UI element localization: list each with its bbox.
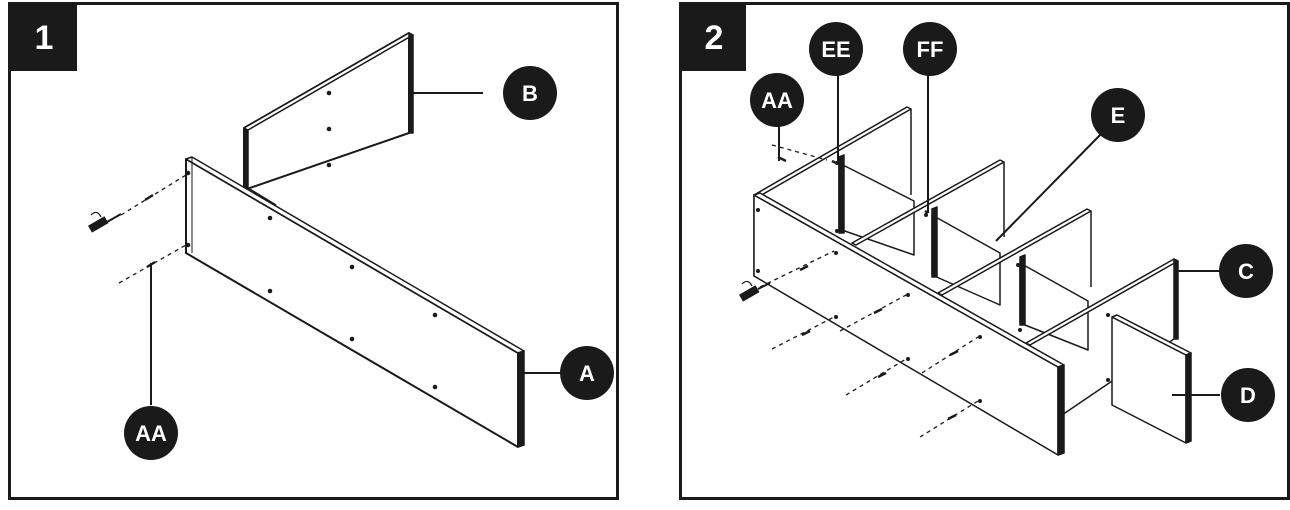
screwdriver-icon [88, 211, 122, 233]
svg-text:B: B [522, 81, 538, 106]
step-number-1: 1 [11, 5, 77, 71]
callout-aa: AA [750, 73, 804, 127]
step-2-panel: 2 [679, 2, 1290, 500]
callout-ff: FF [903, 22, 957, 76]
screw-guides-step1 [118, 174, 187, 284]
callout-a: A [560, 346, 614, 400]
callout-b: B [503, 66, 557, 120]
svg-text:FF: FF [917, 37, 944, 62]
step-number-2: 2 [682, 5, 746, 71]
holes-step2 [756, 161, 1110, 439]
svg-text:AA: AA [135, 421, 167, 446]
panel-b [243, 32, 414, 206]
callout-c: C [1219, 244, 1273, 298]
svg-text:A: A [579, 361, 595, 386]
svg-text:AA: AA [761, 88, 793, 113]
svg-text:D: D [1240, 383, 1256, 408]
divider-2 [931, 206, 1001, 306]
callout-e: E [1091, 88, 1145, 142]
step-2-illustration: AA EE FF E C D [739, 22, 1275, 456]
step-1-illustration: B A AA [88, 32, 614, 460]
svg-text:C: C [1238, 259, 1254, 284]
panel-a [185, 156, 525, 448]
leader-e [995, 132, 1103, 242]
svg-text:E: E [1111, 103, 1126, 128]
screws-step1 [144, 193, 156, 269]
divider-1 [838, 154, 915, 256]
panel-d [1111, 314, 1192, 444]
screwdriver-icon [739, 280, 771, 302]
bottom-board [753, 192, 1065, 456]
callout-d: D [1221, 368, 1275, 422]
middle-shelf [937, 208, 1092, 296]
svg-text:EE: EE [821, 37, 850, 62]
divider-3 [1019, 254, 1089, 351]
callout-aa: AA [124, 406, 178, 460]
callout-ee: EE [809, 22, 863, 76]
step-1-panel: 1 [8, 2, 619, 500]
holes-step1 [185, 90, 523, 438]
